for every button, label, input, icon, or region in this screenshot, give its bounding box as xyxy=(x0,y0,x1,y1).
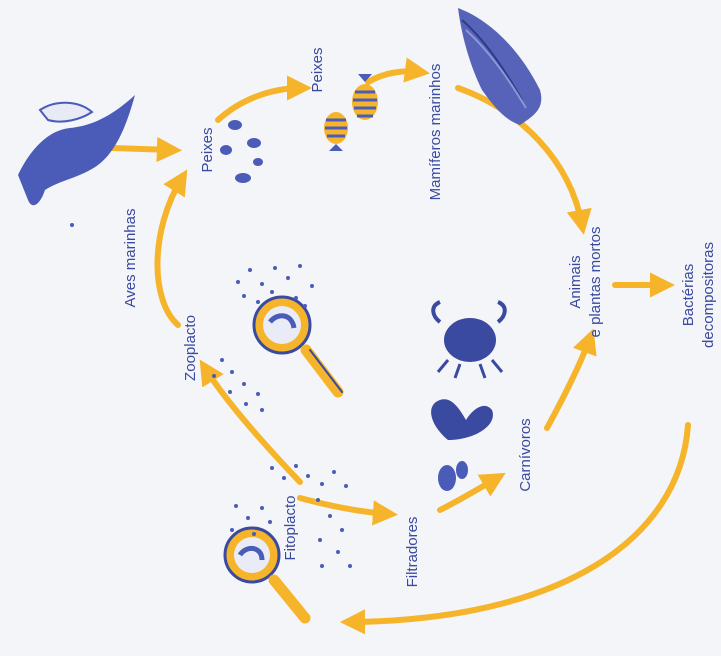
arrow-zoo-to-peixes xyxy=(154,169,188,328)
arrow-peixes-to-bigpeixes xyxy=(215,75,313,123)
plankton-icon xyxy=(212,264,314,412)
label-plantas-mortos: e plantas mortos xyxy=(587,227,604,338)
magnifier-icon xyxy=(223,526,311,624)
arrow-bigpeixes-to-mamiferos xyxy=(365,57,430,85)
label-fitoplacto: Fitoplacto xyxy=(282,495,299,560)
label-aves-marinhas: Aves marinhas xyxy=(122,209,139,308)
label-animais: Animais xyxy=(567,255,584,308)
label-decompositoras: decompositoras xyxy=(700,242,717,348)
whale-icon xyxy=(458,8,542,125)
arrows xyxy=(109,57,691,635)
seabird-icon xyxy=(18,95,135,227)
arrow-fito-to-zoo xyxy=(199,359,303,485)
arrow-fito-to-filtradores xyxy=(297,495,399,526)
label-zooplacto: Zooplacto xyxy=(182,315,199,381)
crab-icon xyxy=(431,300,507,379)
plankton-icon xyxy=(230,464,352,568)
label-peixes-big: Peixes xyxy=(309,47,326,92)
shell-icon xyxy=(431,399,493,491)
arrow-filtradores-to-carnivoros xyxy=(437,472,506,513)
label-filtradores: Filtradores xyxy=(404,517,421,588)
arrow-bacterias-to-fitoplacto xyxy=(339,422,691,635)
fish-icon xyxy=(220,120,263,183)
label-bacterias: Bactérias xyxy=(680,264,697,327)
label-mamiferos-marinhos: Mamíferos marinhos xyxy=(427,64,444,201)
labels: Aves marinhas Peixes Peixes Mamíferos ma… xyxy=(122,47,717,587)
arrow-bird-to-peixes xyxy=(109,136,183,163)
label-peixes-small: Peixes xyxy=(199,127,216,172)
magnifier-icon xyxy=(252,295,344,398)
arrow-mamiferos-to-animais xyxy=(455,85,592,235)
label-carnivoros: Carnívoros xyxy=(517,418,534,491)
arrow-carnivoros-to-animais xyxy=(544,328,597,431)
striped-fish-icon xyxy=(324,74,378,151)
